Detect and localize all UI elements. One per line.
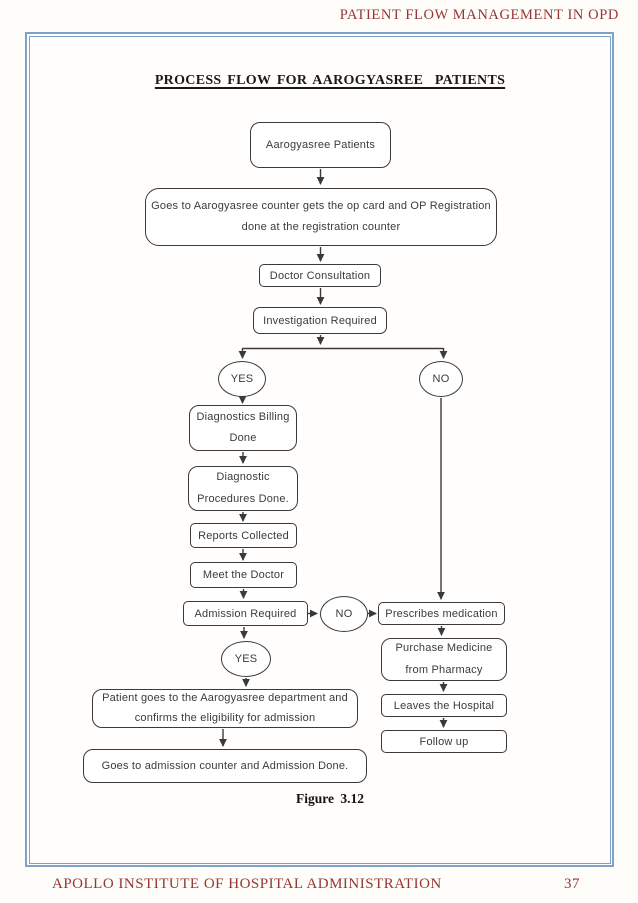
page-footer: APOLLO INSTITUTE OF HOSPITAL ADMINISTRAT… [52,876,588,893]
node-admission-no: NO [320,596,368,632]
node-prescribes-medication: Prescribes medication [378,602,505,625]
node-aarogyasree-patients: Aarogyasree Patients [250,122,391,168]
footer-institute-name: APOLLO INSTITUTE OF HOSPITAL ADMINISTRAT… [52,876,442,892]
node-purchase-medicine-line1: Purchase Medicine [395,642,493,655]
node-investigation-required: Investigation Required [253,307,387,334]
node-registration-line2: done at the registration counter [241,221,401,233]
node-aarogyasree-department-line2: confirms the eligibility for admission [134,711,316,724]
node-follow-up: Follow up [381,730,507,753]
node-admission-done: Goes to admission counter and Admission … [83,749,367,783]
page-border-frame-inner [28,35,611,864]
node-meet-the-doctor: Meet the Doctor [190,562,297,588]
node-diagnostics-billing-line2: Done [229,432,257,444]
node-purchase-medicine: Purchase Medicine from Pharmacy [381,638,507,681]
node-diagnostics-billing-line1: Diagnostics Billing [196,410,290,423]
node-doctor-consultation: Doctor Consultation [259,264,381,287]
node-registration-line1: Goes to Aarogyasree counter gets the op … [151,199,491,212]
node-admission-yes: YES [221,641,271,677]
node-admission-required: Admission Required [183,601,308,626]
node-purchase-medicine-line2: from Pharmacy [405,663,483,676]
node-leaves-hospital: Leaves the Hospital [381,694,507,717]
node-diagnostic-procedures-line2: Procedures Done. [197,492,289,505]
node-aarogyasree-department: Patient goes to the Aarogyasree departme… [92,689,358,728]
node-diagnostic-procedures-line1: Diagnostic [216,471,270,484]
footer-page-number: 37 [564,876,580,892]
node-reports-collected: Reports Collected [190,523,297,548]
figure-caption: Figure 3.12 [296,791,364,806]
node-investigation-no: NO [419,361,463,397]
flowchart-title: PROCESS FLOW FOR AAROGYASREE PATIENTS [154,73,506,88]
node-diagnostics-billing: Diagnostics Billing Done [189,405,297,451]
node-diagnostic-procedures: Diagnostic Procedures Done. [188,466,298,511]
node-registration-counter: Goes to Aarogyasree counter gets the op … [145,188,497,246]
node-aarogyasree-department-line1: Patient goes to the Aarogyasree departme… [102,691,348,704]
page-header-title: PATIENT FLOW MANAGEMENT IN OPD [339,7,619,23]
node-investigation-yes: YES [218,361,266,397]
